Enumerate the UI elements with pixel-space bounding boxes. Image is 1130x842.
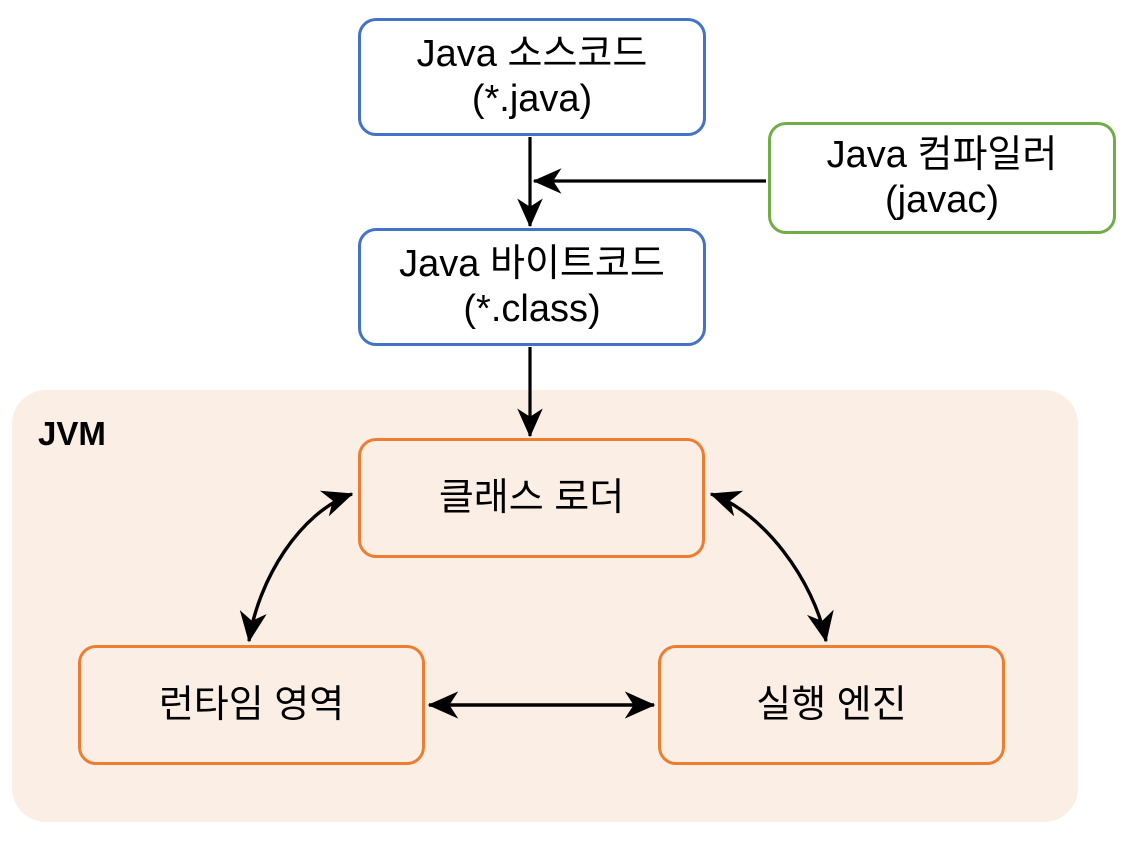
node-runtime-area-label: 런타임 영역 [158, 683, 345, 726]
edge-classloader-to-engine [709, 490, 834, 643]
node-java-source-code[interactable]: Java 소스코드 (*.java) [358, 18, 706, 136]
node-class-loader-label: 클래스 로더 [438, 476, 625, 519]
node-execution-engine-label: 실행 엔진 [756, 683, 907, 726]
jvm-container [12, 390, 1078, 822]
node-java-source-code-line1: Java 소스코드 [416, 33, 648, 76]
node-java-source-code-line2: (*.java) [471, 78, 593, 120]
node-java-bytecode-line1: Java 바이트코드 [399, 243, 665, 286]
node-java-bytecode-line2: (*.class) [463, 288, 601, 330]
node-java-compiler[interactable]: Java 컴파일러 (javac) [768, 122, 1116, 234]
edge-classloader-to-runtime [239, 490, 354, 643]
jvm-label: JVM [38, 415, 106, 452]
node-java-compiler-line2: (javac) [884, 179, 1000, 221]
node-execution-engine[interactable]: 실행 엔진 [658, 645, 1005, 765]
node-java-bytecode[interactable]: Java 바이트코드 (*.class) [358, 228, 706, 346]
node-java-compiler-line1: Java 컴파일러 [826, 134, 1058, 177]
node-runtime-area[interactable]: 런타임 영역 [78, 645, 425, 765]
node-class-loader[interactable]: 클래스 로더 [358, 438, 705, 558]
